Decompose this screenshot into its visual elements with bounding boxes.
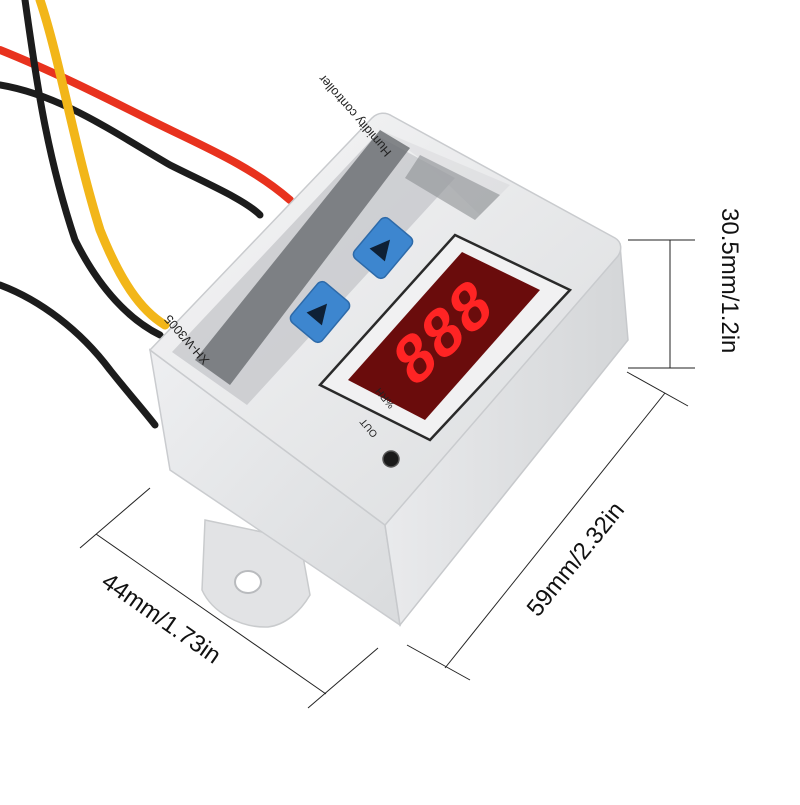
wire-yellow	[35, 0, 170, 330]
arrow-left-icon	[306, 303, 328, 326]
mount-hole-icon	[234, 570, 262, 594]
button-up[interactable]	[351, 215, 415, 281]
wire-black-bottom	[0, 281, 159, 429]
wire-red	[0, 46, 294, 204]
dimension-height-label: 30.5mm/1.2in	[716, 208, 743, 353]
panel-dark-band-2	[405, 155, 500, 220]
dimension-length-label: 59mm/2.32in	[522, 497, 630, 622]
wire-black-middle	[21, 0, 164, 339]
panel-dark-band	[195, 130, 410, 385]
dimension-length	[406, 371, 689, 681]
button-down[interactable]	[288, 279, 352, 345]
wire-black-top	[0, 81, 264, 219]
dimension-width	[79, 487, 379, 709]
led-indicator-icon	[382, 450, 400, 468]
dimension-height	[628, 239, 695, 369]
arrow-right-icon	[369, 239, 391, 262]
display-screen	[348, 252, 540, 420]
wires	[0, 0, 294, 429]
